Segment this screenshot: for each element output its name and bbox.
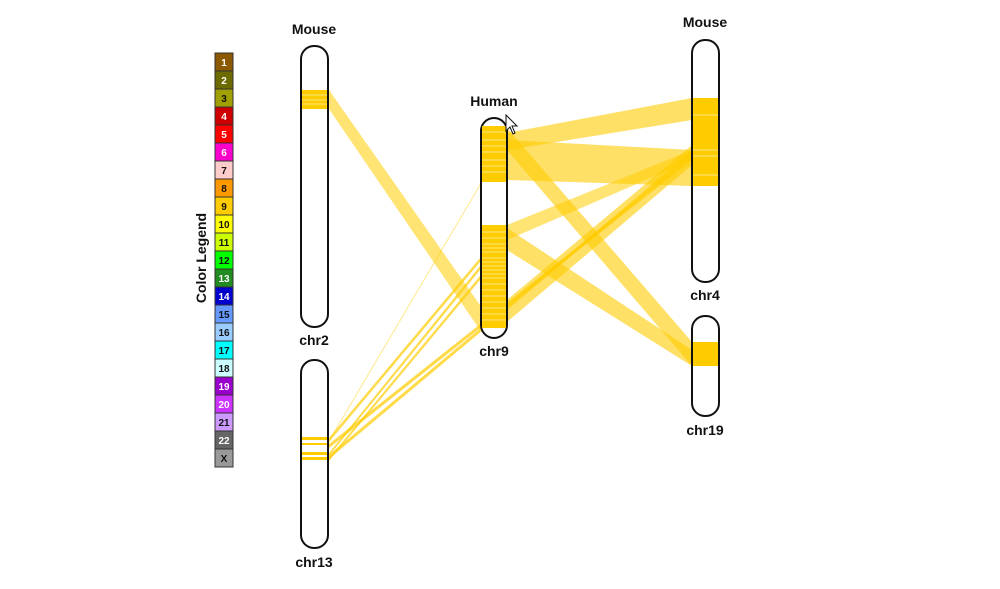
legend-swatch xyxy=(214,448,234,468)
link-chr13-chr9-a[interactable] xyxy=(329,258,480,442)
legend-label: 22 xyxy=(218,436,230,447)
chromosome-chr13[interactable] xyxy=(300,359,329,549)
legend-label: 5 xyxy=(221,130,227,141)
legend-label: 1 xyxy=(221,58,227,69)
legend-label: 8 xyxy=(221,184,227,195)
chrom-label-chr2: chr2 xyxy=(299,332,329,348)
link-chr2-chr9[interactable] xyxy=(329,90,480,330)
legend-item-14: 14 xyxy=(214,286,234,306)
legend-label: 2 xyxy=(221,76,227,87)
legend-item-11: 11 xyxy=(214,232,234,252)
legend-item-1: 1 xyxy=(214,52,234,72)
legend-item-20: 20 xyxy=(214,394,234,414)
legend-label: 6 xyxy=(221,148,227,159)
legend-label: 9 xyxy=(221,202,227,213)
legend-item-15: 15 xyxy=(214,304,234,324)
legend-label: 19 xyxy=(218,382,230,393)
chromosome-chr19[interactable] xyxy=(691,315,720,417)
band-chr19 xyxy=(693,342,718,366)
legend-label: 3 xyxy=(221,94,227,105)
legend-item-4: 4 xyxy=(214,106,234,126)
legend-item-9: 9 xyxy=(214,196,234,216)
chromosome-chr2[interactable] xyxy=(300,45,329,328)
legend-item-17: 17 xyxy=(214,340,234,360)
legend-item-18: 18 xyxy=(214,358,234,378)
band-chr9-b xyxy=(482,225,506,328)
legend-item-16: 16 xyxy=(214,322,234,342)
legend-item-5: 5 xyxy=(214,124,234,144)
legend-label: 7 xyxy=(221,166,227,177)
chrom-label-chr13: chr13 xyxy=(295,554,333,570)
group-label-right: Mouse xyxy=(683,14,728,30)
synteny-links xyxy=(329,90,692,461)
legend-item-2: 2 xyxy=(214,70,234,90)
link-chr9-chr19-a[interactable] xyxy=(507,128,692,366)
link-chr9-chr4-d[interactable] xyxy=(507,150,692,240)
chromosome-chr9[interactable] xyxy=(480,117,508,339)
link-chr13-chr9-d[interactable] xyxy=(329,184,480,442)
legend-item-10: 10 xyxy=(214,214,234,234)
legend-item-x: X xyxy=(214,448,234,468)
link-chr13-chr9-b[interactable] xyxy=(329,266,480,456)
legend-label: 15 xyxy=(218,310,230,321)
legend-label: 4 xyxy=(221,112,227,123)
legend-item-21: 21 xyxy=(214,412,234,432)
legend-item-13: 13 xyxy=(214,268,234,288)
band-chr4 xyxy=(693,98,718,186)
group-label-center: Human xyxy=(470,93,517,109)
legend-item-6: 6 xyxy=(214,142,234,162)
link-chr9-chr19-b[interactable] xyxy=(507,228,692,366)
band-chr13-a xyxy=(302,437,327,440)
link-chr13-chr4-b[interactable] xyxy=(329,151,692,459)
chrom-label-chr9: chr9 xyxy=(479,343,509,359)
legend-item-8: 8 xyxy=(214,178,234,198)
legend-label: 12 xyxy=(218,256,230,267)
chrom-label-chr4: chr4 xyxy=(690,287,720,303)
legend-label: 20 xyxy=(218,400,230,411)
legend-label: 14 xyxy=(218,292,230,303)
legend-label: 11 xyxy=(219,238,230,249)
legend-title: Color Legend xyxy=(193,213,209,303)
legend-label: 21 xyxy=(218,418,230,429)
group-label-left: Mouse xyxy=(292,21,337,37)
legend-item-3: 3 xyxy=(214,88,234,108)
legend-label: X xyxy=(221,454,228,465)
legend-label: 17 xyxy=(218,346,230,357)
link-chr13-chr9-c[interactable] xyxy=(329,276,480,461)
legend-label: 18 xyxy=(218,364,230,375)
legend-item-22: 22 xyxy=(214,430,234,450)
chrom-label-chr19: chr19 xyxy=(686,422,724,438)
legend-item-12: 12 xyxy=(214,250,234,270)
legend-label: 13 xyxy=(218,274,230,285)
legend-label: 10 xyxy=(218,220,230,231)
band-chr9-a xyxy=(482,126,506,182)
legend-label: 16 xyxy=(218,328,230,339)
chromosome-chr4[interactable] xyxy=(691,39,720,283)
link-chr9-chr4-a[interactable] xyxy=(507,98,692,150)
legend-item-19: 19 xyxy=(214,376,234,396)
legend-item-7: 7 xyxy=(214,160,234,180)
